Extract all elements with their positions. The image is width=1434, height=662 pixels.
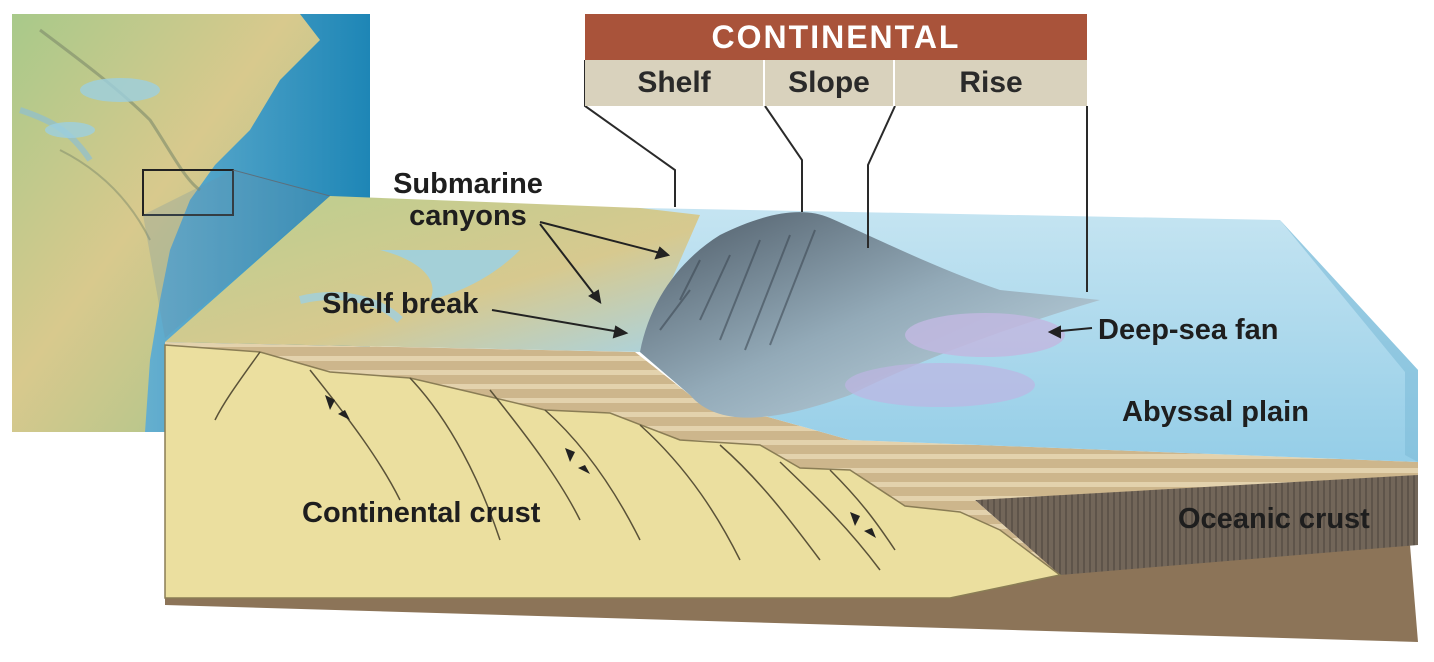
faults [214, 351, 896, 571]
submarine-canyons-label: Submarine canyons [393, 168, 543, 232]
continental-header: CONTINENTAL [585, 14, 1087, 60]
slope-column-label: Slope [765, 60, 895, 106]
abyssal-plain-label: Abyssal plain [1122, 396, 1309, 428]
fault-arrows [325, 395, 876, 538]
rise-column-label: Rise [895, 60, 1087, 106]
deep-sea-fan-shape [905, 313, 1065, 357]
oceanic-crust-layer [975, 470, 1418, 575]
oceanic-crust-label: Oceanic crust [1178, 503, 1370, 535]
shelf-break-label: Shelf break [322, 288, 479, 320]
shelf-column-label: Shelf [585, 60, 765, 106]
continental-slope [640, 212, 1100, 418]
continental-crust-layer [164, 344, 1062, 599]
deep-sea-fan-label: Deep-sea fan [1098, 314, 1279, 346]
label-arrows [491, 221, 1093, 339]
continental-crust-label: Continental crust [302, 497, 541, 529]
